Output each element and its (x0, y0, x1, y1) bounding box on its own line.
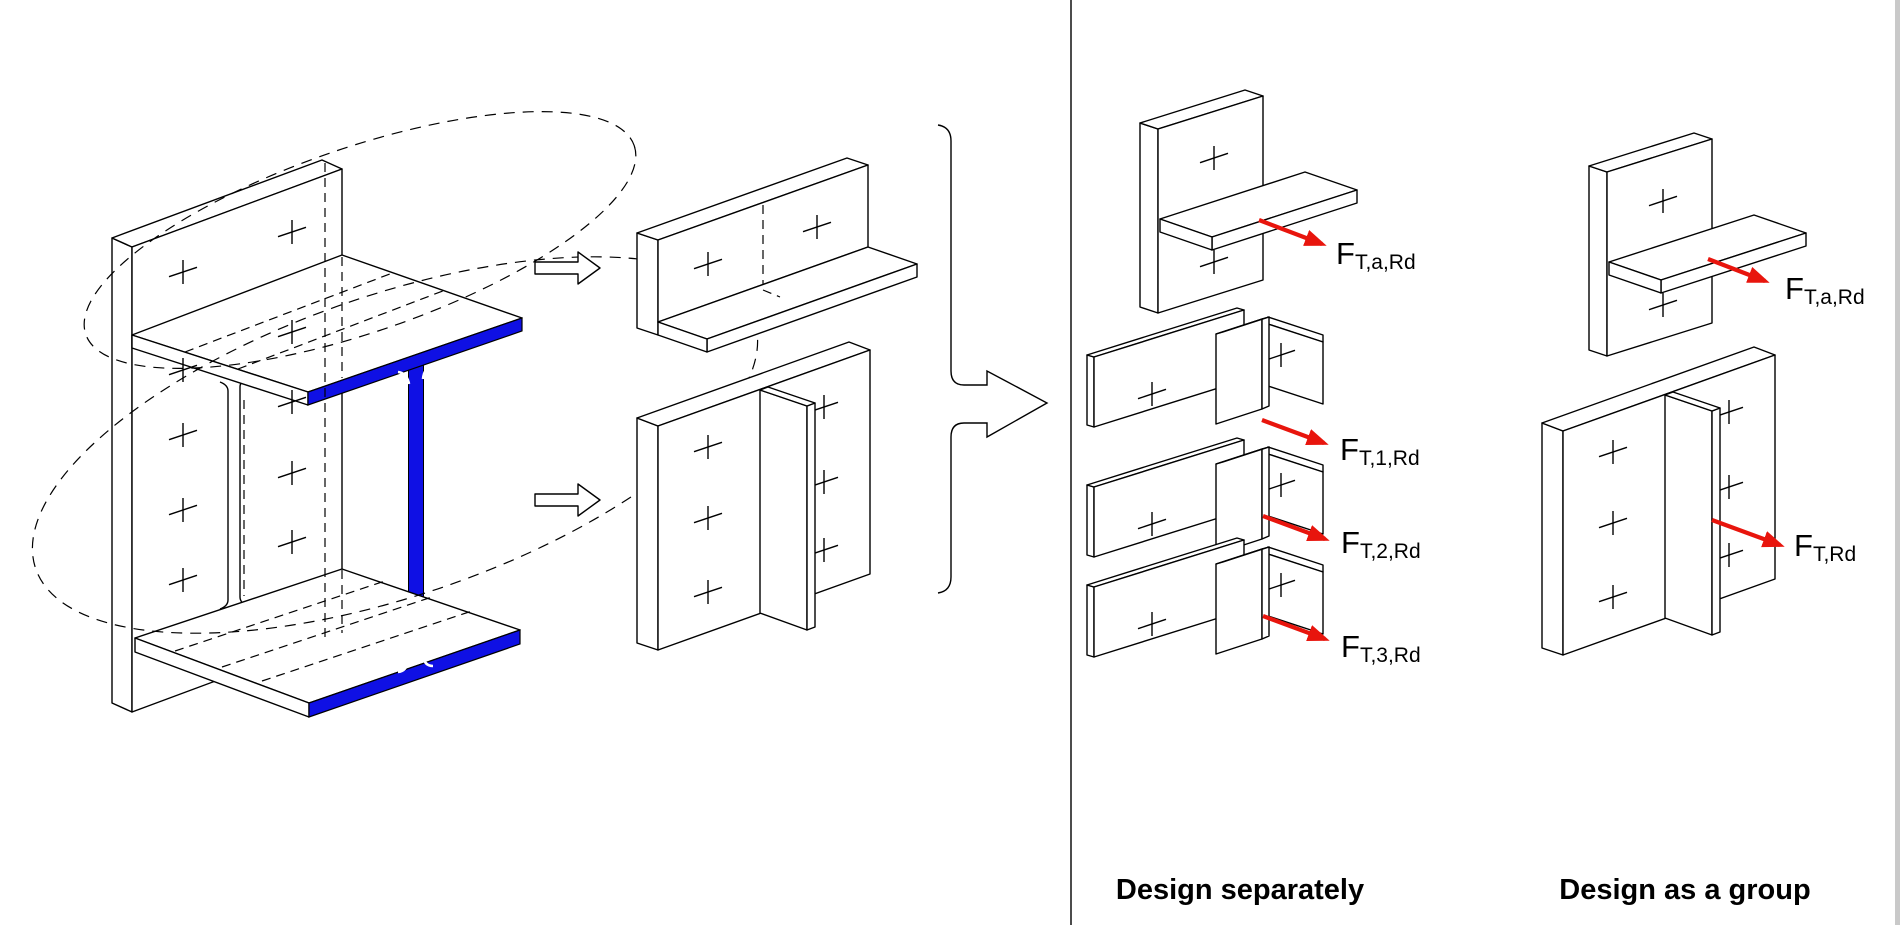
t-stub-sep-a (1140, 90, 1357, 313)
equivalent-t-stub-extension (636, 157, 918, 353)
t-stub-sep-row-1 (1087, 308, 1323, 427)
force-arrow-sep-2 (1262, 514, 1330, 542)
t-stub-grp (1542, 347, 1775, 655)
force-label-sep-a: FT,a,Rd (1336, 236, 1416, 274)
caption-design-as-group: Design as a group (1559, 874, 1810, 906)
hollow-right-arrow-icon (534, 483, 601, 517)
force-label-sep-2: FT,2,Rd (1341, 525, 1421, 563)
window-edge-strip (1895, 0, 1900, 925)
hidden-edges (174, 163, 473, 682)
equivalent-t-stub-web (637, 342, 870, 650)
force-arrow-sep-1 (1261, 418, 1329, 446)
force-arrow-grp-a (1707, 257, 1770, 283)
force-label-grp: FT,Rd (1794, 528, 1856, 566)
force-label-sep-1: FT,1,Rd (1340, 432, 1420, 470)
t-stub-grp-a (1589, 133, 1806, 356)
section-fillet-curves (397, 365, 434, 674)
t-stub-sep-row-3 (1087, 538, 1323, 657)
t-stub-sep-row-2 (1087, 438, 1323, 557)
force-arrow-grp (1711, 518, 1785, 548)
hollow-right-arrow-icon (534, 251, 601, 285)
design-separately-column: FT,a,Rd FT,1,Rd FT,2,Rd FT,3,Rd (1087, 90, 1421, 667)
force-label-grp-a: FT,a,Rd (1785, 271, 1865, 309)
design-as-group-column: FT,a,Rd FT,Rd (1542, 133, 1865, 655)
end-plate-side-face (111, 237, 133, 713)
force-arrow-sep-3 (1262, 614, 1330, 642)
force-arrow-sep-a (1258, 218, 1327, 246)
force-label-sep-3: FT,3,Rd (1341, 629, 1421, 667)
bolt-group-ellipse-upper (83, 111, 637, 369)
bottom-flange-section-highlight (308, 629, 521, 718)
top-flange-section-highlight (307, 317, 523, 406)
brace-arrow-icon (937, 124, 1049, 594)
caption-design-separately: Design separately (1116, 874, 1364, 906)
beam-end-plate-assembly (31, 111, 759, 718)
